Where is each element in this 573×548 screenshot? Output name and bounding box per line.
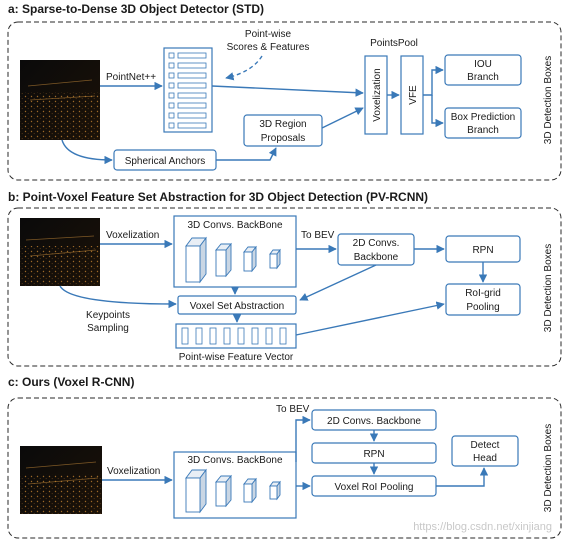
panel-c-roi-pooling-label: Voxel RoI Pooling (335, 482, 414, 493)
panel-b-feature-vector-cells (181, 327, 287, 345)
panel-b-rpn-label: RPN (472, 245, 493, 256)
panel-a-iou-branch-line2: Branch (467, 72, 499, 83)
panel-b-arrow-2d-to-vsa (299, 264, 377, 301)
panel-c-title: c: Ours (Voxel R-CNN) (8, 375, 134, 389)
panel-c-voxelization-label: Voxelization (107, 466, 160, 477)
panel-a-pointspool-label: PointsPool (370, 38, 418, 49)
panel-c-arrow-to-2d (295, 415, 311, 462)
panel-c-detect-head-line2: Head (473, 453, 497, 464)
panel-a-arrow-to-iou-branch (423, 65, 444, 96)
panel-a-box-prediction-box (444, 107, 522, 139)
panel-a-arrow-proposals-to-voxelization (321, 107, 364, 129)
panel-c-output-label: 3D Detection Boxes (543, 424, 554, 512)
panel-b-frame (7, 207, 562, 367)
panel-c-rpn-label: RPN (363, 449, 384, 460)
panel-a-pointwise-label-line2: Scores & Features (227, 42, 310, 53)
panel-c-3d-backbone-label: 3D Convs. BackBone (187, 455, 282, 466)
panel-a-title: a: Sparse-to-Dense 3D Object Detector (S… (8, 2, 264, 16)
panel-a-region-proposals-line1: 3D Region (259, 119, 306, 130)
panel-a-pointwise-label-line1: Point-wise (245, 29, 292, 40)
panel-b-roigrid-box (445, 283, 521, 316)
panel-a-spherical-anchors-label: Spherical Anchors (125, 156, 206, 167)
panel-b-voxelization-label: Voxelization (106, 230, 159, 241)
panel-a-voxelization-label: Voxelization (372, 68, 383, 121)
panel-b-keypoints-line1: Keypoints (86, 310, 130, 321)
panel-b-to-bev-label: To BEV (301, 230, 335, 241)
panel-a-region-proposals-line2: Proposals (261, 133, 305, 144)
panel-b-arrow-image-to-vsa (59, 285, 177, 309)
panel-a-region-proposals-box (243, 114, 323, 147)
panel-c-frame (7, 397, 562, 539)
panel-b-3d-conv-blocks (185, 236, 281, 284)
panel-b-output-label: 3D Detection Boxes (543, 244, 554, 332)
panel-a-feature-list-box (163, 47, 213, 133)
panel-b-title: b: Point-Voxel Feature Set Abstraction f… (8, 190, 428, 204)
panel-b-roigrid-line1: RoI-grid (465, 288, 501, 299)
panel-a-frame (7, 21, 562, 181)
panel-c-3d-conv-blocks (185, 468, 281, 514)
panel-c-point-cloud-image (20, 446, 102, 514)
panel-a-point-cloud-image (20, 60, 100, 140)
panel-a-iou-branch-line1: IOU (474, 59, 492, 70)
watermark-text: https://blog.csdn.net/xinjiang (413, 521, 552, 533)
panel-a-box-prediction-line1: Box Prediction (451, 112, 515, 123)
panel-a-arrow-anchors-to-proposals (216, 147, 277, 161)
panel-b-2d-backbone-line2: Backbone (354, 252, 399, 263)
panel-b-vsa-label: Voxel Set Abstraction (190, 301, 285, 312)
panel-b-3d-backbone-label: 3D Convs. BackBone (187, 220, 282, 231)
panel-b-arrow-vector-to-roigrid (295, 301, 445, 336)
panel-a-iou-branch-box (444, 54, 522, 86)
panel-b-feature-vector-label: Point-wise Feature Vector (179, 352, 294, 363)
panel-c-detect-head-box (451, 435, 519, 467)
panel-b-keypoints-line2: Sampling (87, 323, 129, 334)
panel-b-feature-vector-box (175, 323, 297, 349)
panel-a-pointnet-label: PointNet++ (106, 72, 156, 83)
panel-a-vfe-label: VFE (408, 85, 419, 105)
panel-b-point-cloud-image (20, 218, 100, 286)
panel-c-to-bev-label: To BEV (276, 404, 310, 415)
panel-a-output-label: 3D Detection Boxes (543, 56, 554, 144)
panel-a-arrow-to-box-branch (431, 95, 444, 128)
panel-a-arrow-features-to-voxelization (211, 85, 364, 97)
panel-c-2d-backbone-label: 2D Convs. Backbone (327, 416, 421, 427)
panel-c-detect-head-line1: Detect (471, 440, 500, 451)
panel-a-box-prediction-line2: Branch (467, 125, 499, 136)
panel-b-roigrid-line2: Pooling (466, 302, 499, 313)
panel-a-pointwise-feature-list (163, 47, 213, 133)
panel-c-arrow-pool-to-head (436, 467, 489, 487)
panel-a-dashed-arrow (225, 55, 263, 81)
panel-b-2d-backbone-line1: 2D Convs. (353, 238, 400, 249)
panel-a-arrow-image-to-anchors (61, 139, 113, 165)
